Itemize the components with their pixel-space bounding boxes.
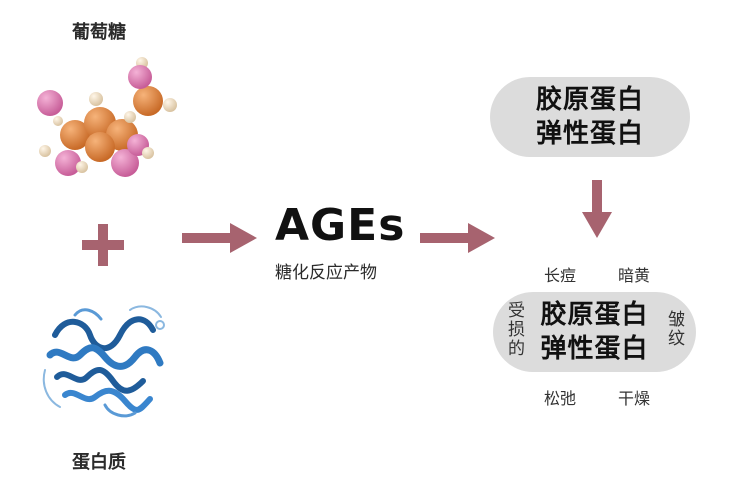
plus-icon: [80, 222, 126, 268]
protein-label: 蛋白质: [72, 452, 126, 473]
healthy-collagen: 胶原蛋白: [535, 85, 644, 115]
arrow-right-icon: [182, 223, 257, 253]
glucose-molecule-icon: [30, 55, 190, 185]
protein-structure-icon: [35, 295, 170, 425]
glucose-label: 葡萄糖: [72, 22, 126, 43]
ages-title: AGEs: [275, 200, 406, 251]
effect-dryness: 干燥: [618, 389, 651, 408]
effect-acne: 长痘: [544, 266, 577, 285]
ages-subtitle: 糖化反应产物: [275, 263, 377, 283]
wrinkle-label: 皱 纹: [668, 310, 685, 349]
healthy-elastin: 弹性蛋白: [535, 119, 644, 149]
effect-sagging: 松弛: [544, 389, 577, 408]
damaged-protein-box: 胶原蛋白 弹性蛋白: [493, 292, 696, 372]
healthy-protein-box: 胶原蛋白 弹性蛋白: [490, 77, 690, 157]
arrow-right-icon: [420, 223, 495, 253]
damaged-collagen: 胶原蛋白: [540, 300, 649, 330]
damaged-elastin: 弹性蛋白: [540, 334, 649, 364]
effect-dullness: 暗黄: [618, 266, 651, 285]
damaged-label: 受 损 的: [508, 301, 525, 359]
arrow-down-icon: [582, 180, 612, 240]
